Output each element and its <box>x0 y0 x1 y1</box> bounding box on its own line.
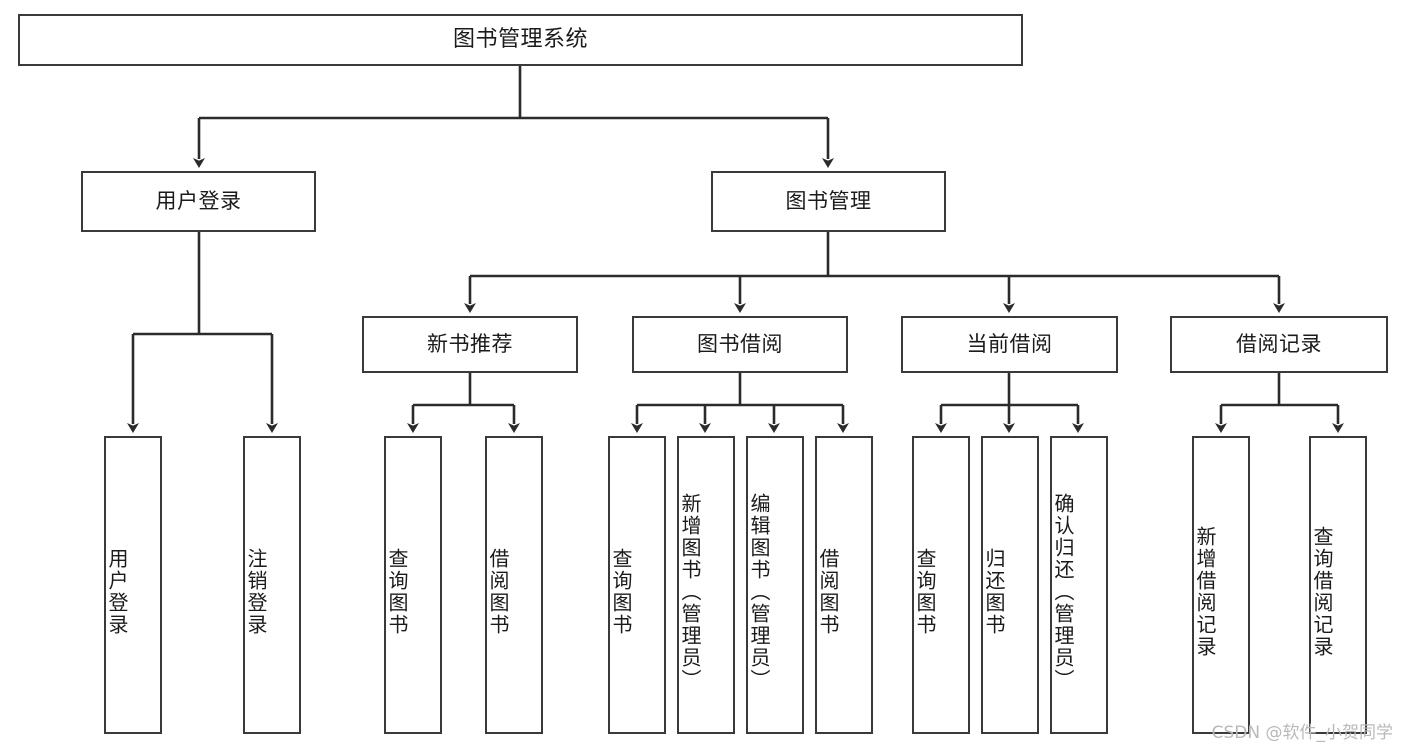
node-label: 查询图书 <box>385 548 409 636</box>
node-label: 注销登录 <box>244 548 268 636</box>
node-book-borrow[interactable]: 图书借阅 <box>632 316 848 373</box>
leaf-query-record[interactable]: 查询借阅记录 <box>1309 436 1367 734</box>
leaf-user-logout[interactable]: 注销登录 <box>243 436 301 734</box>
node-label: 借阅记录 <box>1236 332 1322 357</box>
node-label: 编辑图书（管理员） <box>747 493 771 691</box>
node-user-login[interactable]: 用户登录 <box>81 171 316 232</box>
node-label: 查询图书 <box>609 548 633 636</box>
leaf-borrow-book-1[interactable]: 借阅图书 <box>485 436 543 734</box>
node-label: 用户登录 <box>155 189 242 214</box>
leaf-query-book-1[interactable]: 查询图书 <box>384 436 442 734</box>
leaf-borrow-book-2[interactable]: 借阅图书 <box>815 436 873 734</box>
leaf-return-book[interactable]: 归还图书 <box>981 436 1039 734</box>
node-book-management[interactable]: 图书管理 <box>711 171 946 232</box>
leaf-edit-book[interactable]: 编辑图书（管理员） <box>746 436 804 734</box>
leaf-query-book-2[interactable]: 查询图书 <box>608 436 666 734</box>
node-label: 用户登录 <box>105 548 129 636</box>
node-label: 查询借阅记录 <box>1310 526 1334 658</box>
node-borrow-record[interactable]: 借阅记录 <box>1170 316 1388 373</box>
node-label: 借阅图书 <box>816 548 840 636</box>
node-label: 图书借阅 <box>697 332 783 357</box>
leaf-user-login[interactable]: 用户登录 <box>104 436 162 734</box>
node-label: 借阅图书 <box>486 548 510 636</box>
node-label: 新书推荐 <box>427 332 513 357</box>
node-label: 新增借阅记录 <box>1193 526 1217 658</box>
node-label: 确认归还（管理员） <box>1051 493 1075 691</box>
node-label: 查询图书 <box>913 548 937 636</box>
node-label: 当前借阅 <box>966 332 1053 357</box>
csdn-watermark: CSDN @软件_小贺同学 <box>1211 723 1393 743</box>
node-label: 图书管理系统 <box>452 27 588 53</box>
leaf-query-book-3[interactable]: 查询图书 <box>912 436 970 734</box>
node-label: 图书管理 <box>785 189 872 214</box>
leaf-add-record[interactable]: 新增借阅记录 <box>1192 436 1250 734</box>
node-root-system[interactable]: 图书管理系统 <box>18 14 1023 66</box>
node-label: 新增图书（管理员） <box>678 493 702 691</box>
leaf-add-book[interactable]: 新增图书（管理员） <box>677 436 735 734</box>
node-label: 归还图书 <box>982 548 1006 636</box>
node-current-borrow[interactable]: 当前借阅 <box>901 316 1118 373</box>
leaf-confirm-return[interactable]: 确认归还（管理员） <box>1050 436 1108 734</box>
node-new-book-recommend[interactable]: 新书推荐 <box>362 316 578 373</box>
